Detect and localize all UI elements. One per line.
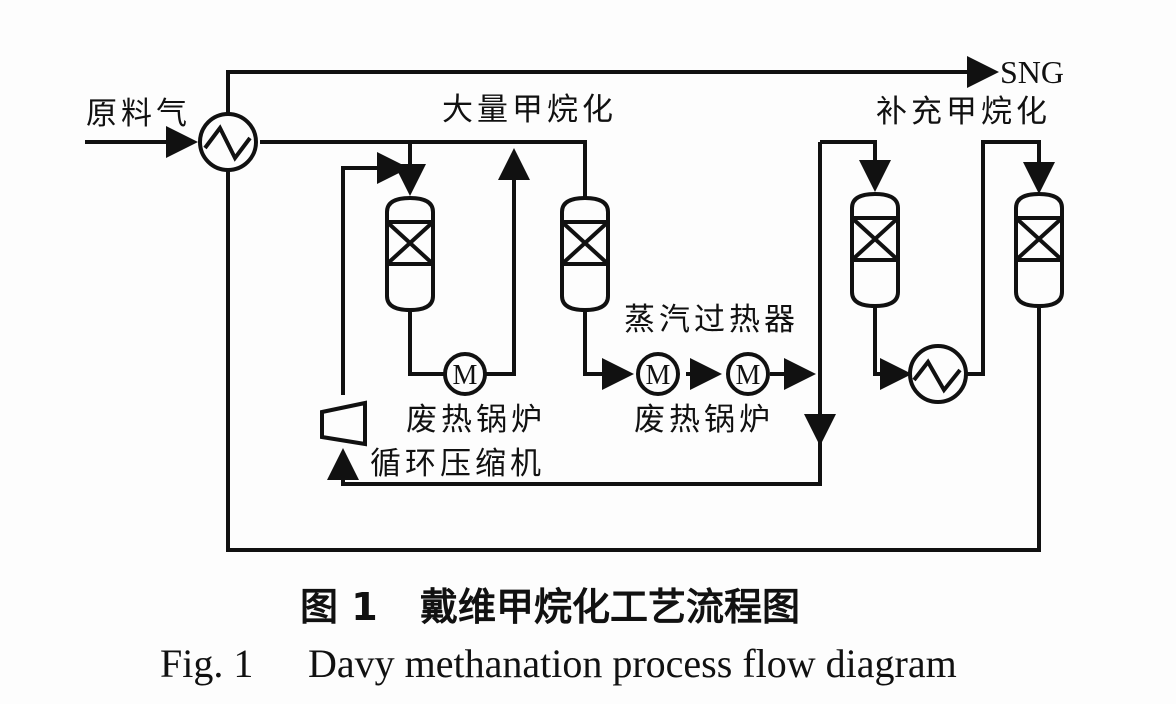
feed-gas-label: 原料气 — [86, 96, 191, 132]
bulk-header-line — [260, 140, 587, 200]
sng-label: SNG — [1000, 54, 1064, 90]
caption-en-title: Davy methanation process flow diagram — [308, 641, 957, 686]
sng-product-line — [226, 56, 999, 124]
figure-caption: 图 1 戴维甲烷化工艺流程图 Fig. 1 Davy methanation p… — [160, 585, 957, 686]
feed-heat-exchanger — [198, 112, 258, 172]
waste-heat-boiler-2-label: 废热锅炉 — [634, 402, 774, 438]
catalyst-bed-icon — [385, 220, 435, 266]
motor-mark: M — [736, 360, 761, 391]
trim-reactor1-inlet-line — [820, 140, 891, 192]
bulk-reactor-2 — [560, 195, 610, 313]
catalyst-bed-icon — [560, 220, 610, 266]
bulk-reactor-1 — [385, 195, 435, 313]
trim-reactor2-inlet-line — [965, 140, 1055, 376]
trim-methanation-label: 补充甲烷化 — [876, 94, 1051, 130]
caption-en-number: Fig. 1 — [160, 641, 253, 686]
steam-superheater: M — [636, 352, 680, 396]
recycle-return-line — [341, 152, 409, 395]
waste-heat-boiler-1: M — [443, 352, 487, 396]
boiler1-outlet-line — [486, 148, 530, 376]
reactor2-outlet-line — [583, 310, 634, 390]
catalyst-bed-icon — [1014, 216, 1064, 262]
reactor1-outlet-line — [408, 310, 445, 376]
motor-mark: M — [453, 360, 478, 391]
return-to-feed-exchanger-line — [226, 160, 1041, 552]
trim-reactor1-outlet-line — [873, 305, 912, 390]
trim-reactor-1 — [850, 191, 900, 309]
waste-heat-boiler-1-label: 废热锅炉 — [406, 402, 546, 438]
steam-superheater-label: 蒸汽过热器 — [624, 302, 799, 338]
motor-mark: M — [646, 360, 671, 391]
zigzag-icon — [912, 358, 962, 394]
caption-cn-number: 图 1 — [300, 585, 378, 629]
trim-reactor-2 — [1014, 191, 1064, 309]
recycle-compressor-label: 循环压缩机 — [370, 446, 545, 482]
trim-heat-exchanger — [908, 344, 968, 404]
pipes — [85, 56, 1055, 552]
recycle-compressor — [320, 400, 367, 447]
zigzag-icon — [203, 124, 252, 162]
caption-cn-title: 戴维甲烷化工艺流程图 — [420, 585, 800, 629]
bulk-methanation-label: 大量甲烷化 — [442, 92, 617, 128]
catalyst-bed-icon — [850, 216, 900, 262]
recycle-line — [327, 440, 822, 486]
waste-heat-boiler-2: M — [726, 352, 770, 396]
